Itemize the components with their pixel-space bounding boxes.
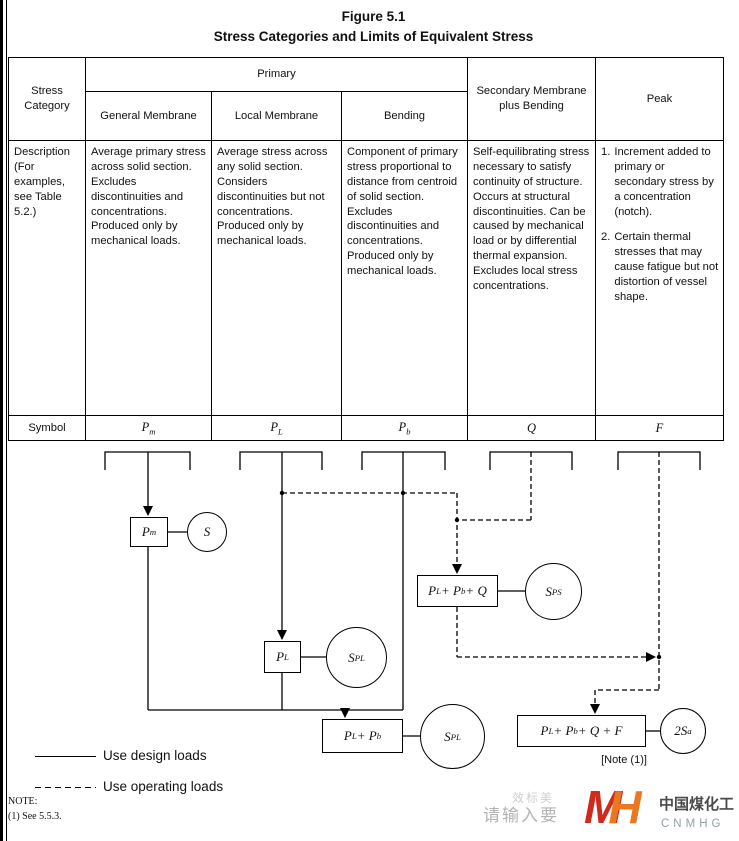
revision-bar-thin	[6, 0, 7, 841]
operating-loads-label: Use operating loads	[103, 779, 224, 794]
note-reference: [Note (1)]	[601, 754, 647, 766]
revision-bar-thick	[0, 0, 3, 841]
header-secondary-membrane: Secondary Membrane plus Bending	[467, 57, 596, 141]
brand-name: 中国煤化工	[659, 796, 735, 813]
note-item-1: (1) See 5.5.3.	[8, 810, 62, 822]
operating-load-connectors	[282, 452, 660, 714]
junction-dots	[279, 490, 662, 660]
symbol-pb: Pb	[341, 415, 468, 441]
header-stress-category: Stress Category	[8, 57, 86, 141]
description-row-label: Description (For examples, see Table 5.2…	[8, 140, 86, 416]
peak-item-2-text: Certain thermal stresses that may cause …	[614, 231, 719, 304]
description-general-membrane: Average primary stress across solid sect…	[85, 140, 212, 416]
logo-letter-m: M	[584, 781, 623, 833]
header-primary: Primary	[85, 57, 468, 92]
symbol-row-label: Symbol	[8, 415, 86, 441]
design-loads-line-sample	[35, 756, 96, 758]
symbol-f: F	[595, 415, 724, 441]
design-load-connectors	[143, 452, 660, 737]
design-loads-label: Use design loads	[103, 748, 207, 763]
header-local-membrane: Local Membrane	[211, 91, 342, 141]
description-bending: Component of primary stress proportional…	[341, 140, 468, 416]
flow-connectors	[104, 451, 701, 737]
watermark-faint-text: 效标美	[512, 791, 555, 805]
symbol-pl: PL	[211, 415, 342, 441]
description-local-membrane: Average stress across any solid section.…	[211, 140, 342, 416]
brand-abbreviation: CNMHG	[661, 818, 725, 830]
figure-number: Figure 5.1	[341, 9, 406, 24]
symbol-pm: Pm	[85, 415, 212, 441]
logo-letter-h: H	[608, 781, 642, 833]
peak-item-1-text: Increment added to primary or secondary …	[614, 146, 714, 218]
operating-loads-line-sample	[35, 787, 96, 789]
peak-item-2: 2. Certain thermal stresses that may cau…	[601, 230, 719, 304]
limit-circle-s: S	[187, 512, 227, 552]
symbol-q: Q	[467, 415, 596, 441]
watermark-input-text: 请输入要	[483, 806, 559, 825]
description-peak: 1. Increment added to primary or seconda…	[595, 140, 724, 416]
brand-logo: MH	[584, 782, 642, 833]
stress-category-table: Stress Category Primary Secondary Membra…	[8, 57, 724, 441]
header-peak: Peak	[595, 57, 724, 141]
peak-item-2-number: 2.	[601, 231, 611, 244]
peak-item-1-number: 1.	[601, 146, 611, 158]
figure-caption: Stress Categories and Limits of Equivale…	[213, 28, 534, 44]
header-bending: Bending	[341, 91, 468, 141]
peak-item-1: 1. Increment added to primary or seconda…	[601, 145, 719, 219]
description-secondary: Self-equilibrating stress necessary to s…	[467, 140, 596, 416]
notes-block: NOTE: (1) See 5.5.3.	[8, 795, 62, 824]
notes-label: NOTE:	[8, 796, 38, 807]
figure-title-block: Figure 5.1 Stress Categories and Limits …	[12, 7, 735, 46]
header-general-membrane: General Membrane	[85, 91, 212, 141]
